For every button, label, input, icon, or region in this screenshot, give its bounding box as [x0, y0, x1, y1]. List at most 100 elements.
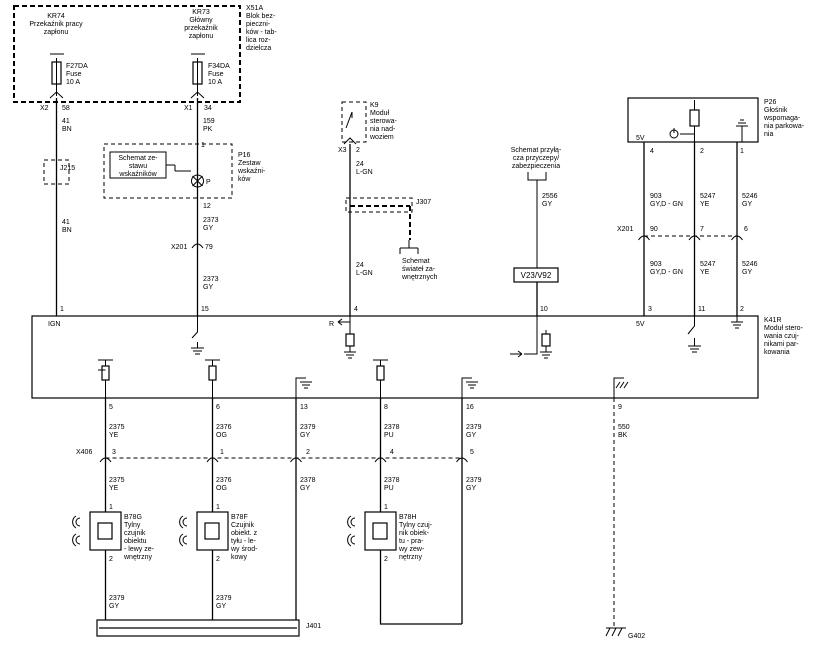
svg-text:2376: 2376 — [216, 424, 232, 431]
svg-text:2373: 2373 — [203, 276, 219, 283]
svg-text:550: 550 — [618, 424, 630, 431]
p26-parking-speaker: 5V — [627, 97, 759, 143]
svg-text:PK: PK — [203, 126, 213, 133]
x51a-fuse-block: X51A Blok bez- pieczni- ków - tab- lica … — [13, 5, 277, 103]
b78h-name: B78H — [399, 514, 417, 521]
svg-text:2378: 2378 — [384, 477, 400, 484]
svg-text:24: 24 — [356, 161, 364, 168]
svg-text:J401: J401 — [306, 623, 321, 630]
svg-text:10 A: 10 A — [208, 79, 222, 86]
svg-text:PU: PU — [384, 485, 394, 492]
svg-text:V23/V92: V23/V92 — [521, 271, 552, 280]
svg-text:X201: X201 — [617, 226, 633, 233]
svg-text:- lewy ze-: - lewy ze- — [124, 546, 155, 553]
svg-text:ków - tab-: ków - tab- — [246, 29, 277, 36]
svg-text:2: 2 — [700, 148, 704, 155]
svg-text:YE: YE — [700, 201, 710, 208]
sound-wave-icon — [72, 515, 81, 529]
svg-text:1: 1 — [109, 504, 113, 511]
svg-text:obiektu: obiektu — [124, 538, 147, 545]
svg-text:F34DA: F34DA — [208, 63, 230, 70]
svg-text:X2: X2 — [40, 105, 49, 112]
svg-text:Moduł stero-: Moduł stero- — [764, 325, 804, 332]
sensor-b78g — [72, 511, 122, 551]
svg-text:wnętrznych: wnętrznych — [401, 274, 438, 281]
svg-text:GY,D - GN: GY,D - GN — [650, 269, 683, 276]
svg-text:Czujnik: Czujnik — [231, 522, 254, 529]
svg-text:1: 1 — [384, 504, 388, 511]
fuse-f27da-icon — [50, 53, 64, 88]
svg-text:13: 13 — [300, 404, 308, 411]
connector-x2-icon — [49, 91, 64, 99]
svg-text:wy środ-: wy środ- — [230, 546, 258, 553]
svg-text:GY: GY — [203, 225, 213, 232]
splice-j307-icon — [345, 197, 413, 240]
svg-text:GY: GY — [466, 485, 476, 492]
b78g-name: B78G — [124, 514, 142, 521]
svg-text:wy zew-: wy zew- — [398, 546, 425, 553]
svg-text:903: 903 — [650, 261, 662, 268]
svg-text:pieczni-: pieczni- — [246, 21, 271, 28]
svg-text:PU: PU — [384, 432, 394, 439]
svg-text:wspomaga-: wspomaga- — [763, 115, 801, 122]
svg-text:90: 90 — [650, 226, 658, 233]
ground-icon — [344, 346, 356, 359]
svg-text:YE: YE — [109, 485, 119, 492]
svg-text:BN: BN — [62, 126, 72, 133]
svg-text:5247: 5247 — [700, 261, 716, 268]
svg-text:41: 41 — [62, 219, 70, 226]
connector-x201-right-icon — [638, 235, 743, 241]
svg-text:GY: GY — [109, 603, 119, 610]
svg-text:2379: 2379 — [466, 424, 482, 431]
svg-text:2376: 2376 — [216, 477, 232, 484]
svg-text:5247: 5247 — [700, 193, 716, 200]
svg-text:5: 5 — [109, 404, 113, 411]
schemat-swiatel-ref — [399, 240, 419, 254]
svg-text:tu - pra-: tu - pra- — [399, 538, 424, 545]
svg-text:YE: YE — [700, 269, 710, 276]
sound-wave-icon — [72, 533, 81, 547]
svg-text:nia parkowa-: nia parkowa- — [764, 123, 805, 130]
svg-text:przekaźnik: przekaźnik — [184, 25, 218, 32]
svg-text:wania czuj-: wania czuj- — [763, 333, 800, 340]
svg-text:2: 2 — [740, 306, 744, 313]
svg-text:4: 4 — [354, 306, 358, 313]
svg-text:2: 2 — [306, 449, 310, 456]
svg-text:Głośnik: Głośnik — [764, 107, 788, 114]
ground-icon — [295, 377, 312, 398]
svg-text:3: 3 — [648, 306, 652, 313]
svg-text:5246: 5246 — [742, 193, 758, 200]
sound-wave-icon — [347, 515, 356, 529]
svg-text:GY: GY — [542, 201, 552, 208]
svg-text:2: 2 — [216, 556, 220, 563]
svg-text:dzielcza: dzielcza — [246, 45, 271, 52]
svg-text:2378: 2378 — [300, 477, 316, 484]
svg-text:58: 58 — [62, 105, 70, 112]
fuse-f34da-icon — [191, 53, 205, 88]
svg-text:woziem: woziem — [369, 134, 394, 141]
svg-text:GY,D - GN: GY,D - GN — [650, 201, 683, 208]
svg-text:2375: 2375 — [109, 477, 125, 484]
svg-text:wskaźni-: wskaźni- — [237, 168, 266, 175]
svg-text:1: 1 — [60, 306, 64, 313]
svg-text:Główny: Główny — [189, 17, 213, 24]
svg-text:J307: J307 — [416, 199, 431, 206]
svg-text:obiekt. z: obiekt. z — [231, 530, 258, 537]
ground-icon — [736, 119, 748, 127]
svg-text:sterowa-: sterowa- — [370, 118, 398, 125]
schemat-przylacza-ref — [527, 172, 547, 268]
svg-text:nik obiek-: nik obiek- — [399, 530, 430, 537]
svg-text:11: 11 — [698, 306, 705, 313]
svg-text:2373: 2373 — [203, 217, 219, 224]
svg-text:Moduł: Moduł — [370, 110, 390, 117]
svg-text:GY: GY — [742, 269, 752, 276]
svg-text:2: 2 — [356, 147, 360, 154]
sensor-b78h — [347, 511, 397, 551]
svg-text:nia nad-: nia nad- — [370, 126, 396, 133]
svg-text:1: 1 — [220, 449, 224, 456]
svg-text:L-GN: L-GN — [356, 169, 373, 176]
svg-text:4: 4 — [650, 148, 654, 155]
ground-icon — [540, 330, 552, 359]
ground-icon — [191, 347, 204, 355]
svg-text:7: 7 — [700, 226, 704, 233]
